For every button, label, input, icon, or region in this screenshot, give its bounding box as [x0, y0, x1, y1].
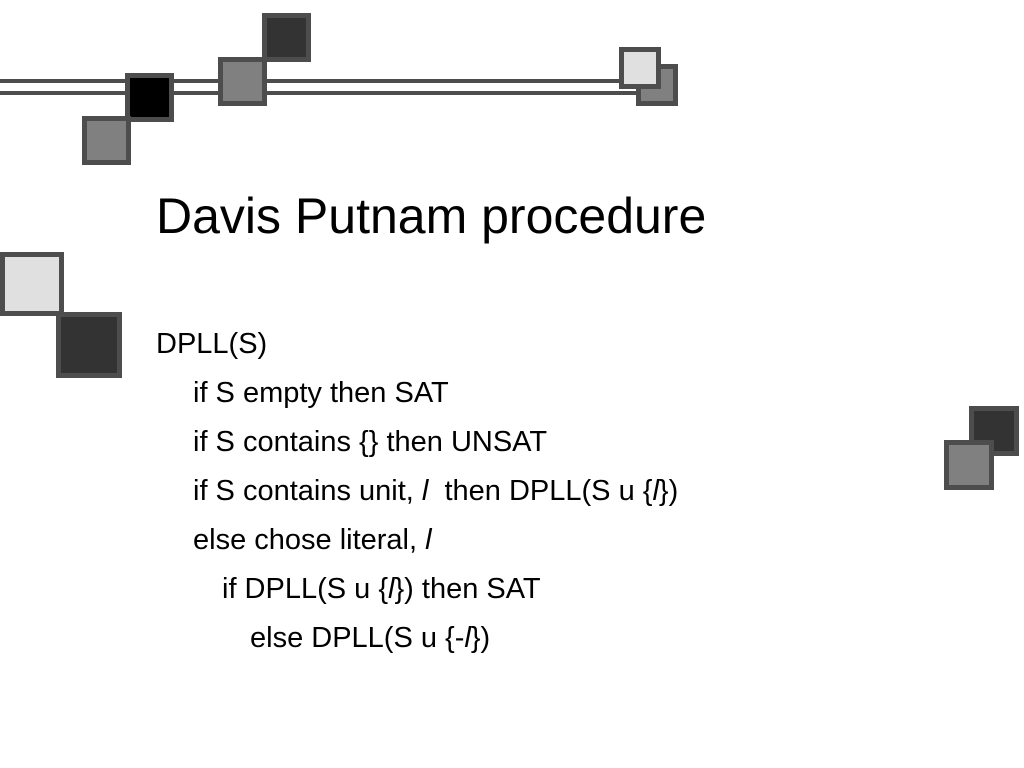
decor-square: [944, 440, 994, 490]
code-text: DPLL(S): [156, 328, 268, 360]
code-line: else chose literal, l: [156, 518, 678, 567]
decor-line-bottom: [0, 91, 650, 95]
code-text: else DPLL(S u {-: [250, 622, 465, 654]
code-text: then DPLL(S u {: [428, 475, 653, 507]
code-line: if S contains {} then UNSAT: [156, 420, 678, 469]
code-line: if S empty then SAT: [156, 371, 678, 420]
literal-symbol: l: [388, 573, 395, 605]
decor-square: [262, 13, 311, 62]
code-line: if S contains unit, l then DPLL(S u {l}): [156, 469, 678, 518]
code-line: if DPLL(S u {l}) then SAT: [156, 567, 678, 616]
slide-title: Davis Putnam procedure: [156, 188, 707, 244]
decor-line-top: [0, 79, 650, 83]
literal-symbol: l: [421, 475, 429, 507]
decor-square: [56, 312, 122, 378]
decor-square: [218, 57, 267, 106]
code-line: DPLL(S): [156, 322, 678, 371]
code-text: if S contains {} then UNSAT: [193, 426, 548, 458]
code-text: if S contains unit,: [193, 475, 422, 507]
decor-square: [619, 47, 661, 89]
literal-symbol: l: [464, 622, 471, 654]
literal-symbol: l: [425, 524, 432, 556]
literal-symbol: l: [652, 475, 659, 507]
code-text: }): [658, 475, 679, 507]
decor-square: [0, 252, 64, 316]
code-text: }) then SAT: [394, 573, 541, 605]
decor-square: [82, 116, 131, 165]
code-text: }): [470, 622, 491, 654]
code-text: else chose literal,: [193, 524, 426, 556]
code-text: if DPLL(S u {: [222, 573, 389, 605]
decor-square: [125, 73, 174, 122]
code-text: if S empty then SAT: [193, 377, 449, 409]
slide-body: DPLL(S) if S empty then SAT if S contains …: [156, 322, 678, 665]
code-line: else DPLL(S u {-l}): [156, 616, 678, 665]
